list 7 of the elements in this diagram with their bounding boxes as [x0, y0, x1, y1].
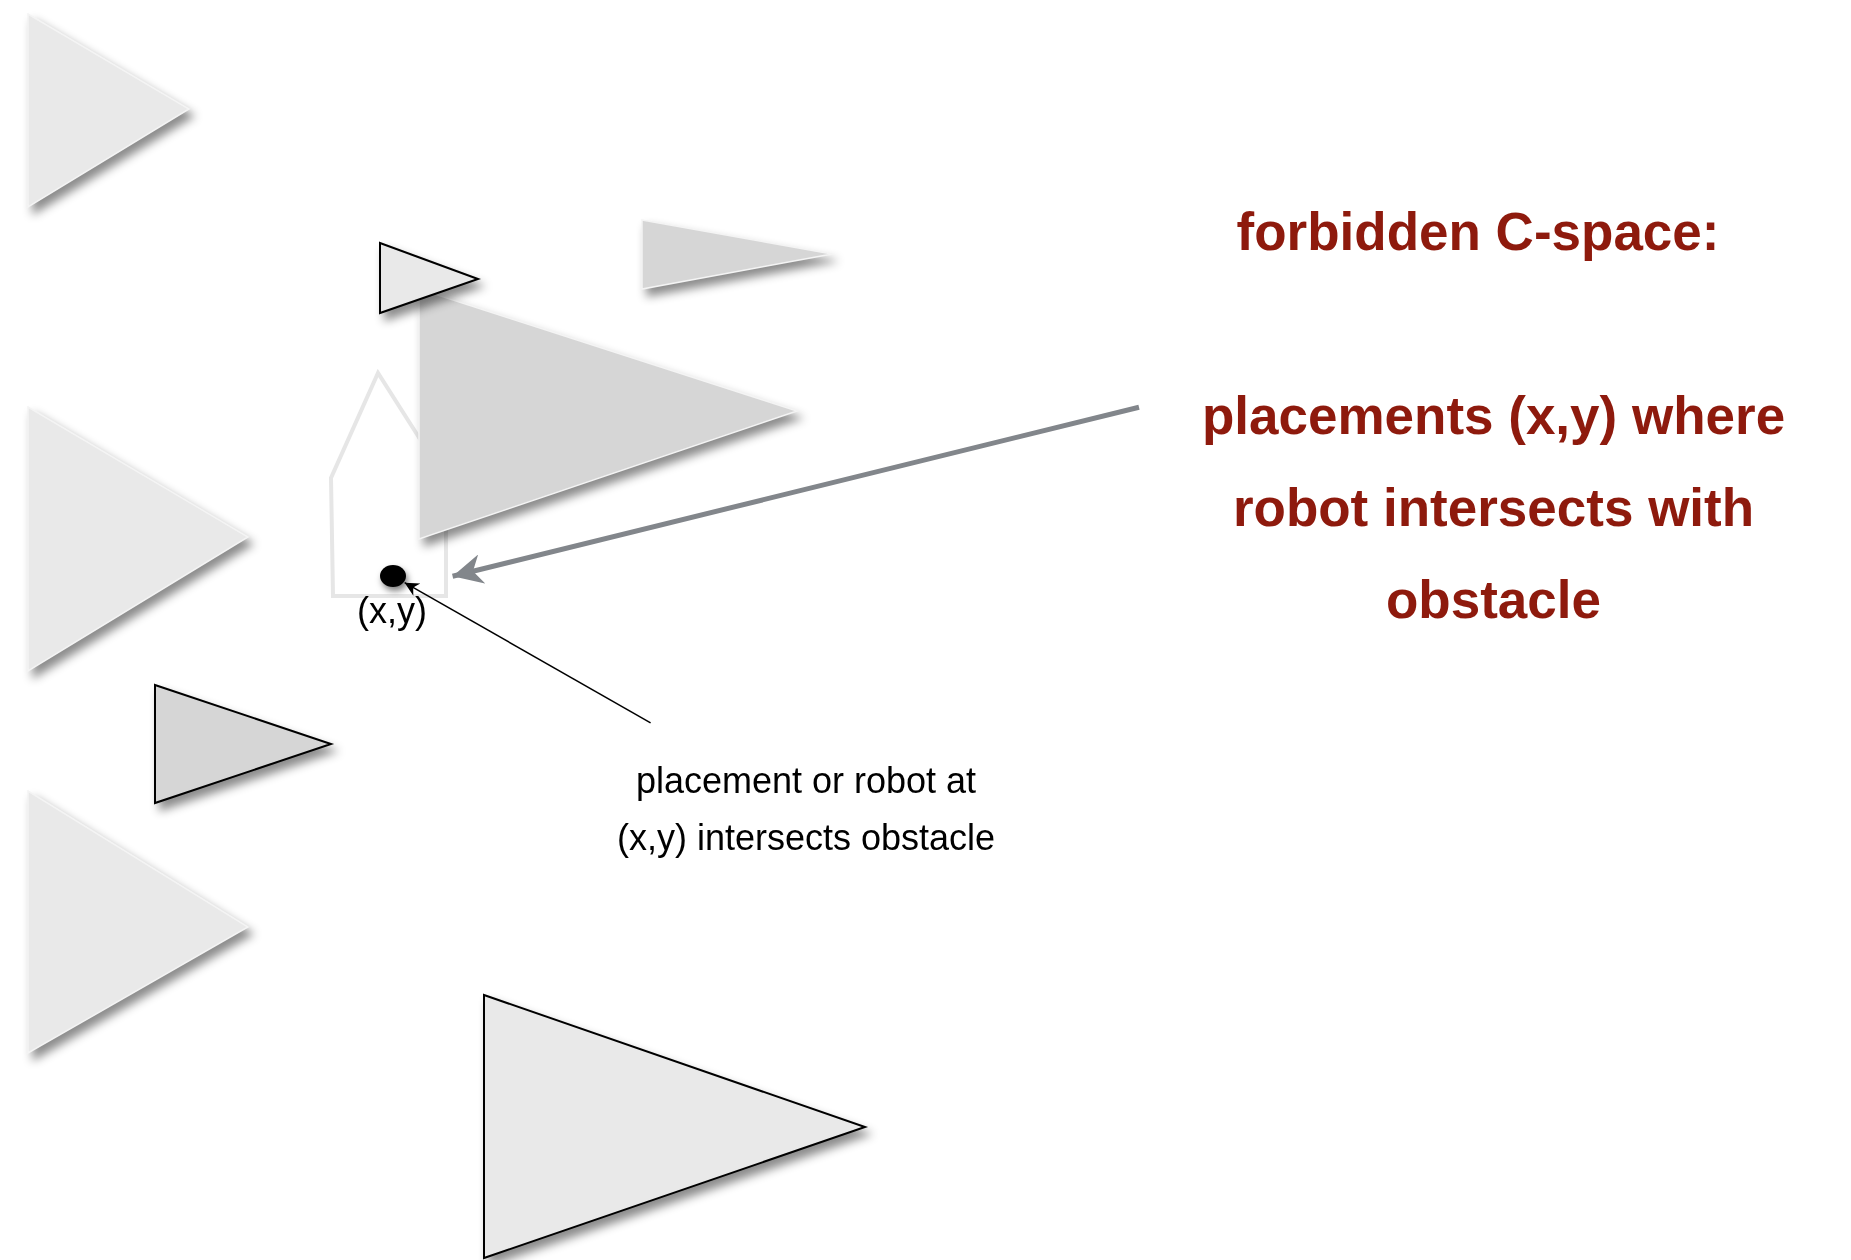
callout-text: forbidden C-space: — [1235, 201, 1721, 263]
callout-text: placements (x,y) where robot intersects with obstacle — [1200, 385, 1787, 631]
coordinate-label: (x,y) — [357, 590, 427, 632]
pointer-arrow — [452, 404, 1140, 584]
annotation-text: placement or robot at (x,y) intersects obstacle — [615, 759, 997, 860]
position-dot — [379, 564, 407, 588]
leader-arrow — [403, 581, 652, 724]
